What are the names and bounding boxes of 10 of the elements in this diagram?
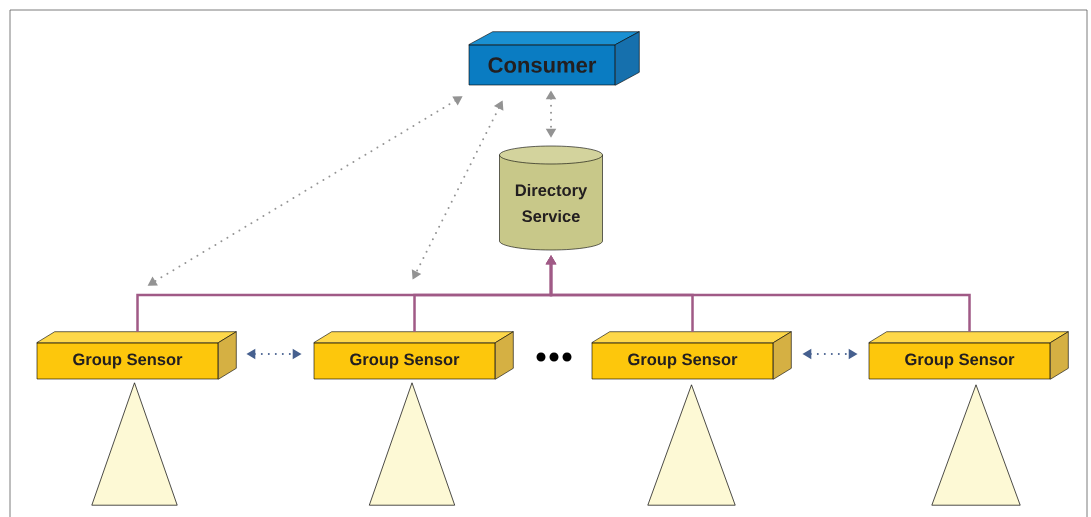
sensor-box: Group Sensor: [591, 331, 792, 380]
database-cylinder: Directory Service: [499, 145, 603, 251]
cone-triangle: [368, 382, 456, 506]
sensor-box: Group Sensor: [313, 331, 514, 380]
sensor-box: Group Sensor: [868, 331, 1069, 380]
cone-triangle: [647, 384, 736, 506]
sensor-box: Group Sensor: [36, 331, 237, 380]
cone-triangle: [931, 384, 1021, 506]
consumer-box: Consumer: [468, 31, 640, 86]
cone-triangle: [91, 382, 178, 506]
